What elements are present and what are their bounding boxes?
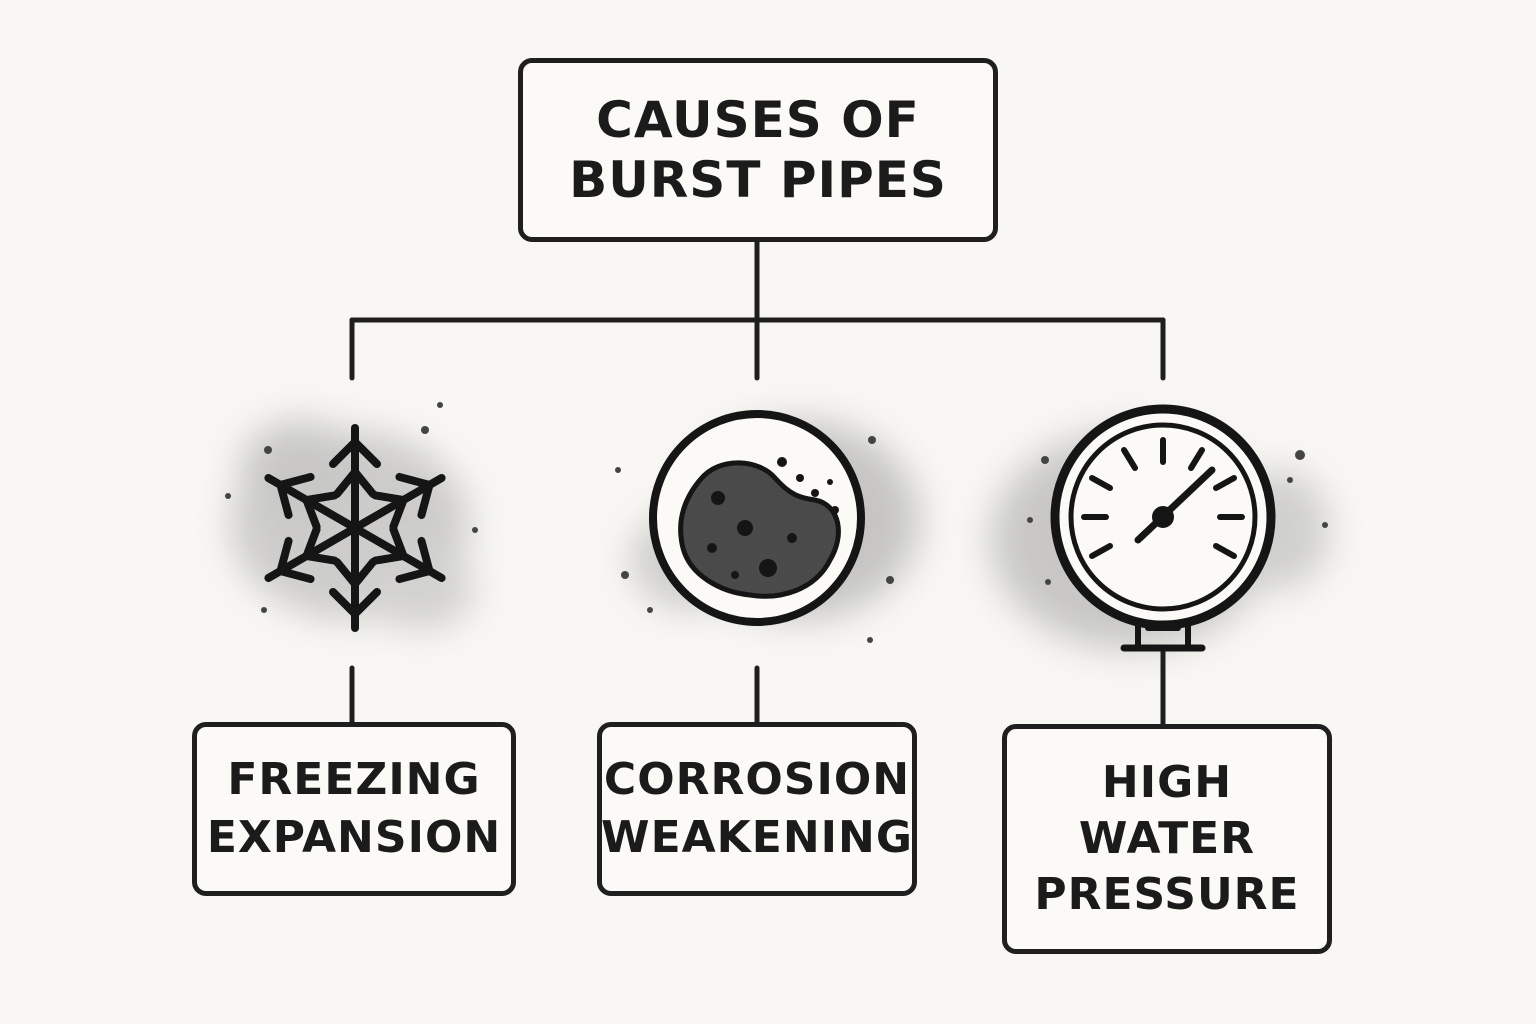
connectors <box>349 239 1166 727</box>
cause-label-line: WATER <box>1078 813 1256 864</box>
cause-label-line: EXPANSION <box>206 812 502 863</box>
cause-label-line: CORROSION <box>603 754 911 805</box>
cause-label-line: WEAKENING <box>601 812 913 863</box>
cause-box-freezing: FREEZING EXPANSION <box>192 722 516 896</box>
cause-box-corrosion: CORROSION WEAKENING <box>597 722 917 896</box>
corroded-pipe-icon <box>649 410 865 626</box>
title-line-1: CAUSES OF <box>596 91 920 149</box>
snowflake-icon <box>257 424 452 628</box>
cause-label-line: HIGH <box>1101 757 1233 808</box>
cause-box-pressure: HIGH WATER PRESSURE <box>1002 724 1332 954</box>
cause-label-line: PRESSURE <box>1034 869 1300 920</box>
cause-label-line: FREEZING <box>227 754 481 805</box>
speckles <box>225 402 1328 643</box>
title-box: CAUSES OF BURST PIPES <box>518 58 998 242</box>
title-line-2: BURST PIPES <box>569 151 947 209</box>
pressure-gauge-icon <box>1050 404 1276 652</box>
